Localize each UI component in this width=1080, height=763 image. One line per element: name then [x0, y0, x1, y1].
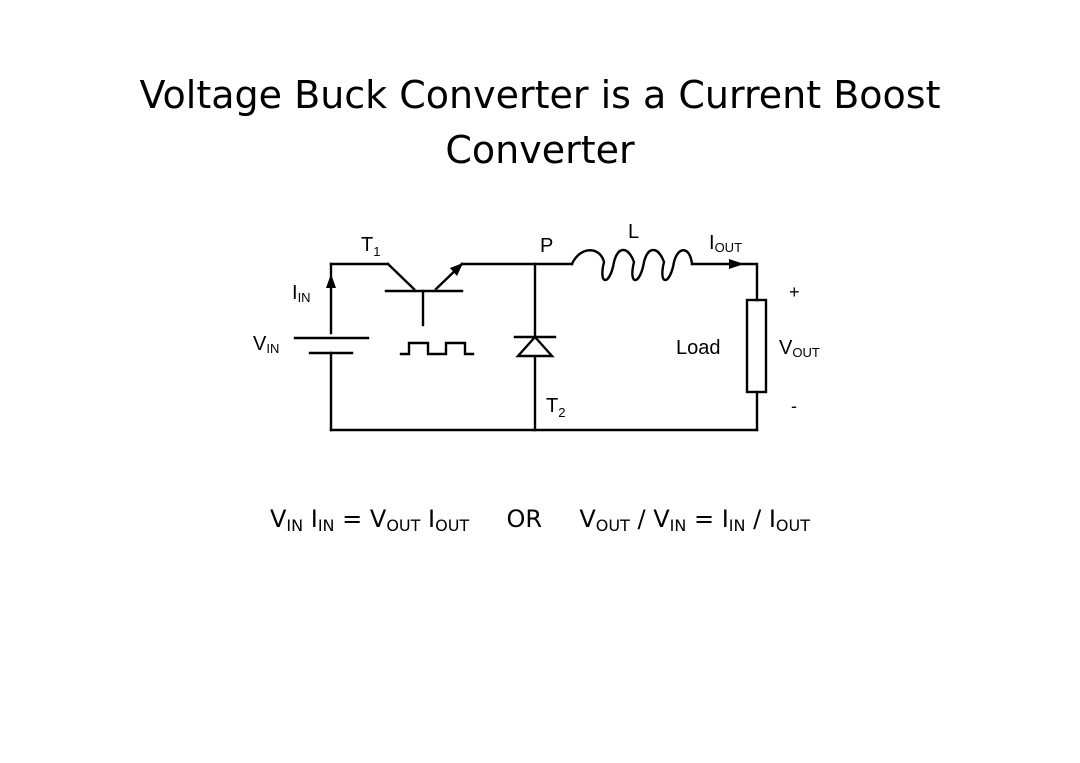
slide-title-line-2: Converter [445, 128, 635, 172]
node-label-p: P [540, 235, 553, 257]
eq-i-out: IOUT [428, 505, 470, 535]
source-voltage-label: VIN [253, 333, 279, 356]
plus-sign: + [789, 282, 800, 302]
power-equation: VIN IIN = VOUT IOUT OR VOUT / VIN = IIN … [0, 505, 1080, 535]
eq-equals: = [342, 505, 363, 533]
inductor-label: L [628, 221, 639, 243]
load-label: Load [676, 337, 721, 359]
ratio-v-out: VOUT [579, 505, 630, 535]
eq-or: OR [506, 505, 543, 533]
ratio-slash-1: / [637, 505, 646, 533]
wire-top-right [690, 262, 759, 302]
load-resistor [745, 298, 768, 394]
ratio-i-in: IIN [721, 505, 746, 535]
minus-sign: - [791, 396, 797, 416]
diode-triangle [515, 335, 555, 358]
ratio-v-in: VIN [653, 505, 687, 535]
gate-pulse-waveform [399, 341, 475, 356]
ratio-slash-2: / [753, 505, 762, 533]
slide-title: Voltage Buck Converter is a Current Boos… [0, 68, 1080, 178]
ratio-equals: = [693, 505, 715, 533]
output-current-label: IOUT [709, 232, 742, 255]
inductor-coil [570, 248, 694, 282]
eq-v-out: VOUT [369, 505, 421, 535]
ratio-i-out: IOUT [768, 505, 810, 535]
slide-title-line-1: Voltage Buck Converter is a Current Boos… [139, 73, 941, 117]
input-current-arrow [326, 274, 336, 288]
switch-label: T1 [361, 234, 380, 259]
input-current-label: IIN [292, 282, 311, 305]
output-current-arrow [729, 259, 744, 269]
eq-v-in: VIN [269, 505, 304, 535]
eq-i-in: IIN [310, 505, 335, 535]
transistor-collector [386, 262, 416, 291]
output-voltage-label: VOUT [779, 337, 820, 360]
diode-label: T2 [546, 395, 565, 420]
emitter-arrow [450, 263, 463, 276]
